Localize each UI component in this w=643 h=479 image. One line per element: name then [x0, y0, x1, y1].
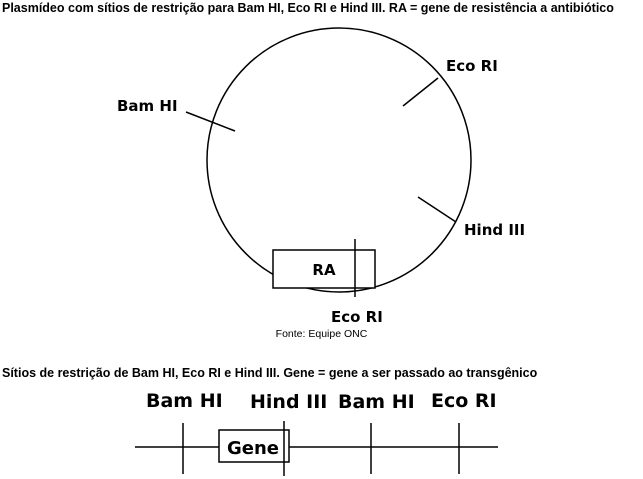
gene-box: [218, 429, 290, 463]
plasmid-ring: [206, 27, 472, 293]
plasmid-site-eco-ri-top: [402, 77, 439, 107]
source-credit: Fonte: Equipe ONC: [275, 328, 368, 340]
plasmid-caption: Plasmídeo com sítios de restrição para B…: [2, 1, 614, 15]
plasmid-label-hind-iii: Hind III: [464, 221, 525, 239]
linear-label-hind-iii: Hind III: [250, 391, 327, 413]
linear-caption: Sítios de restrição de Bam HI, Eco RI e …: [2, 366, 538, 380]
linear-label-bam-hi-2: Bam HI: [338, 391, 415, 413]
ra-gene-label: RA: [312, 261, 336, 279]
plasmid-site-bam-hi: [185, 111, 236, 132]
plasmid-site-hind-iii: [417, 196, 457, 223]
plasmid-label-bam-hi: Bam HI: [117, 97, 178, 115]
ra-gene-box: [272, 249, 376, 289]
plasmid-label-eco-ri-top: Eco RI: [446, 57, 498, 75]
gene-label: Gene: [227, 438, 279, 459]
plasmid-label-eco-ri-bottom: Eco RI: [331, 308, 383, 326]
linear-label-bam-hi-1: Bam HI: [146, 390, 223, 412]
linear-label-eco-ri: Eco RI: [431, 390, 497, 412]
